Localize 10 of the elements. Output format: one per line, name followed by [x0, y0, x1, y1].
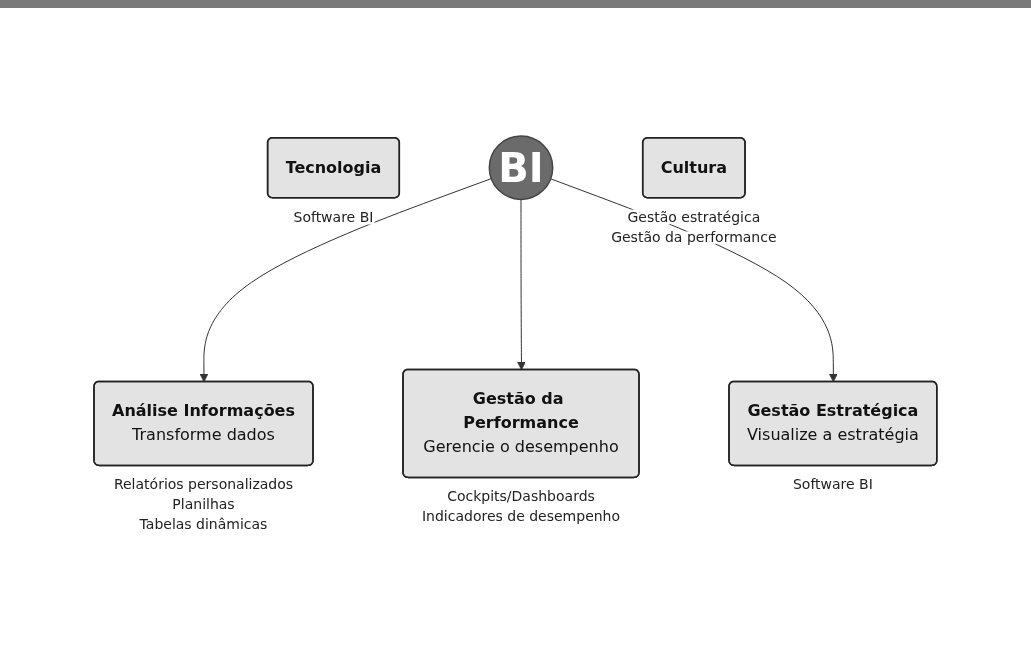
node-caption: Cockpits/Dashboards — [447, 488, 595, 505]
node-caption: Indicadores de desempenho — [422, 508, 621, 525]
arrow — [517, 198, 526, 371]
node-caption: Software BI — [793, 476, 873, 493]
arrow — [199, 177, 492, 383]
node-circle: BI — [488, 135, 554, 200]
node-caption: Tabelas dinâmicas — [139, 516, 268, 533]
node-caption: Software BI — [293, 208, 374, 225]
node-caption: Relatórios personalizados — [114, 476, 294, 493]
node-caption: Planilhas — [172, 496, 235, 513]
